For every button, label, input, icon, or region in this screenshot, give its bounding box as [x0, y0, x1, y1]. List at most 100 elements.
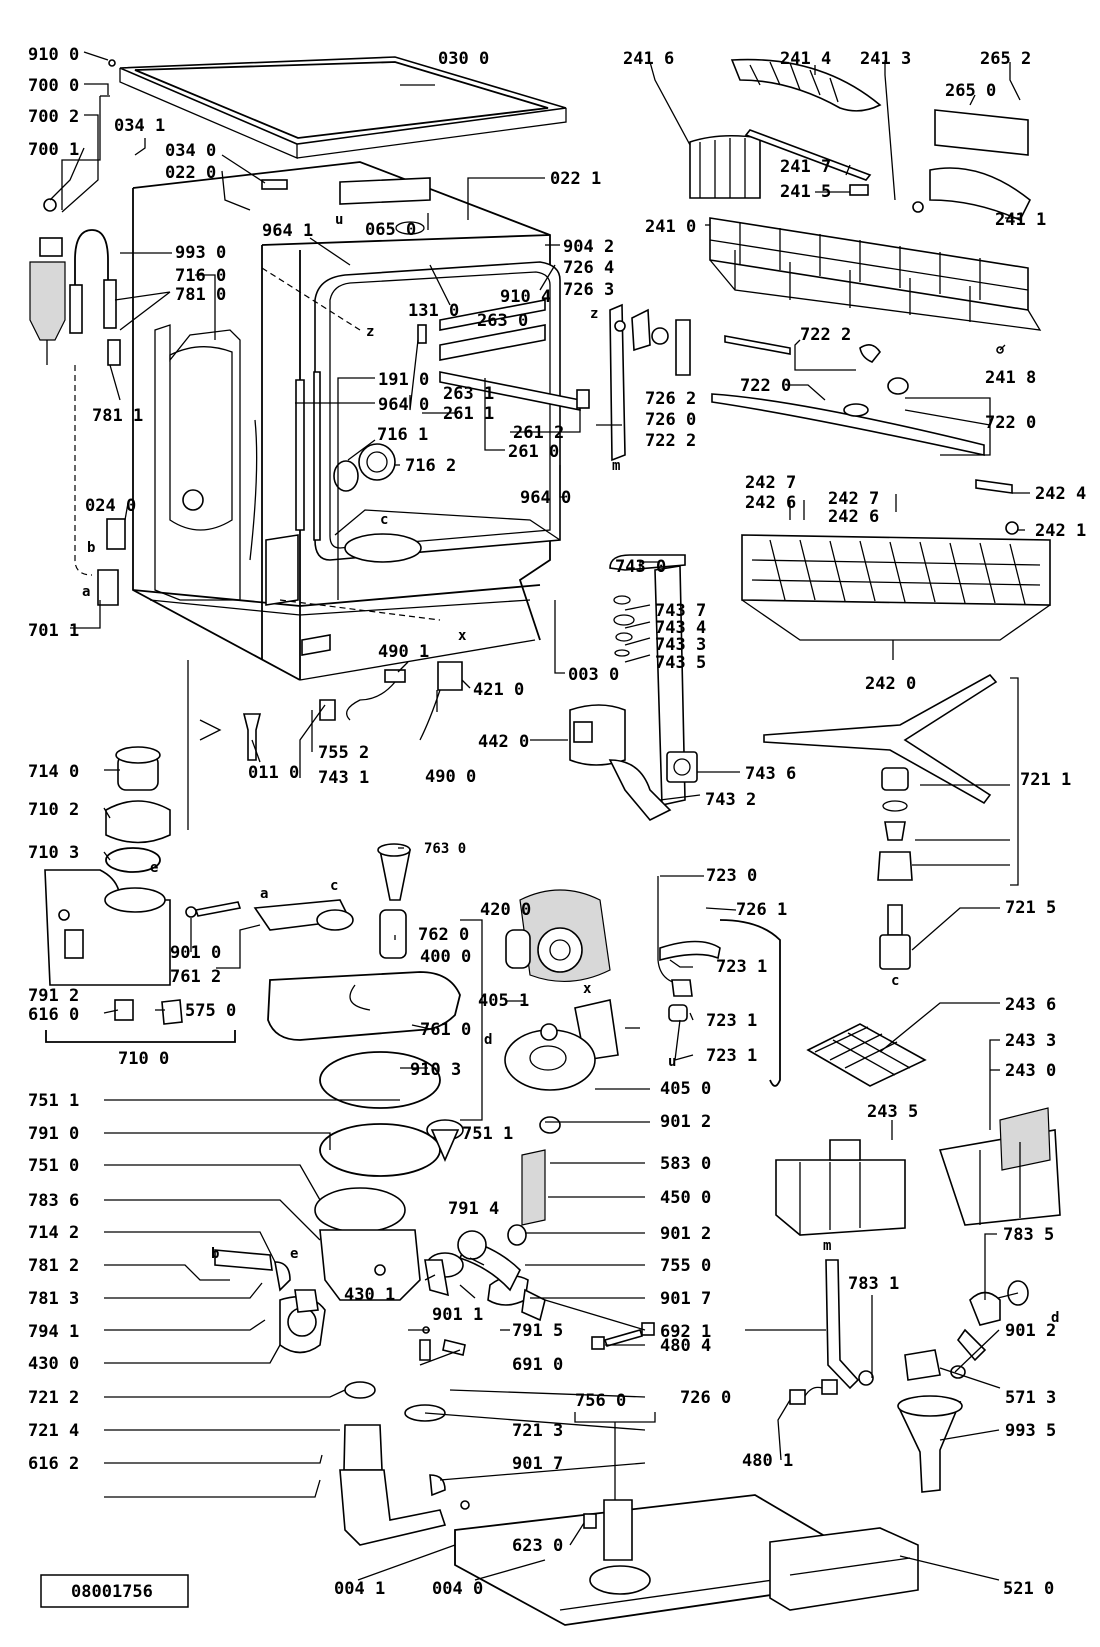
part-label: 480 1	[742, 1451, 793, 1471]
part-label: 241 8	[985, 368, 1036, 388]
part-label: 430 1	[344, 1285, 395, 1305]
part-label: 755 2	[318, 743, 369, 763]
part-label: 623 0	[512, 1536, 563, 1556]
part-label: 755 0	[660, 1256, 711, 1276]
part-label: 575 0	[185, 1001, 236, 1021]
part-label: 910 3	[410, 1060, 461, 1080]
connection-markers: u z z c b a x m e a c d x u c b e m d	[82, 212, 1059, 1326]
connection-marker: a	[82, 584, 90, 600]
part-label: 243 6	[1005, 995, 1056, 1015]
part-label: 756 0	[575, 1391, 626, 1411]
part-label: 691 0	[512, 1355, 563, 1375]
part-label: 726 2	[645, 389, 696, 409]
part-label: 726 0	[645, 410, 696, 430]
part-label: 131 0	[408, 301, 459, 321]
part-label: 701 1	[28, 621, 79, 641]
part-label: 405 0	[660, 1079, 711, 1099]
part-label: 901 7	[512, 1454, 563, 1474]
connection-marker: x	[458, 628, 467, 644]
part-label: 910 4	[500, 287, 551, 307]
part-label: 263 0	[477, 311, 528, 331]
part-label: 751 1	[462, 1124, 513, 1144]
part-label: 400 0	[420, 947, 471, 967]
part-label: 716 2	[405, 456, 456, 476]
part-label: 242 4	[1035, 484, 1086, 504]
center-sump-parts	[253, 843, 464, 1301]
part-label: 242 6	[745, 493, 796, 513]
connection-marker: e	[290, 1246, 298, 1262]
part-label: 265 0	[945, 81, 996, 101]
part-label: 743 6	[745, 764, 796, 784]
part-label: 003 0	[568, 665, 619, 685]
part-label: 721 5	[1005, 898, 1056, 918]
part-label: 616 2	[28, 1454, 79, 1474]
part-label: 723 0	[706, 866, 757, 886]
part-label: 243 3	[1005, 1031, 1056, 1051]
part-label: 783 6	[28, 1191, 79, 1211]
connection-marker: c	[380, 512, 388, 528]
part-label: 004 0	[432, 1579, 483, 1599]
document-number-box: 08001756	[40, 1574, 189, 1608]
part-label: 791 4	[448, 1199, 499, 1219]
part-label: 242 7	[828, 489, 879, 509]
part-label: 781 3	[28, 1289, 79, 1309]
inlet-hose-assembly	[29, 59, 121, 576]
part-label: 726 3	[563, 280, 614, 300]
part-label: 726 1	[736, 900, 787, 920]
part-label: 034 1	[114, 116, 165, 136]
connection-marker: a	[260, 886, 268, 902]
upper-basket	[689, 58, 1042, 354]
part-label: 743 4	[655, 618, 706, 638]
part-label: 743 5	[655, 653, 706, 673]
part-label: 241 7	[780, 157, 831, 177]
part-label: 743 1	[318, 768, 369, 788]
part-label: 700 1	[28, 140, 79, 160]
part-label: 783 1	[848, 1274, 899, 1294]
part-label: 714 0	[28, 762, 79, 782]
part-label: 901 2	[660, 1224, 711, 1244]
part-label: 781 2	[28, 1256, 79, 1276]
part-label: 241 0	[645, 217, 696, 237]
part-label: 710 0	[118, 1049, 169, 1069]
part-label: 726 0	[680, 1388, 731, 1408]
part-label: 901 7	[660, 1289, 711, 1309]
part-label: 242 7	[745, 473, 796, 493]
part-label: 714 2	[28, 1223, 79, 1243]
part-label: 743 0	[615, 557, 666, 577]
part-label: 781 0	[175, 285, 226, 305]
part-label: 692 1	[660, 1322, 711, 1342]
connection-marker: b	[211, 1246, 219, 1262]
door-arm-and-upper-spray	[609, 303, 985, 462]
base-plate	[454, 1379, 919, 1626]
drain-pump-assembly	[214, 1249, 466, 1546]
part-label: 004 1	[334, 1579, 385, 1599]
part-label: 721 4	[28, 1421, 79, 1441]
connection-marker: e	[150, 860, 158, 876]
part-label: 901 2	[660, 1112, 711, 1132]
part-label: 751 0	[28, 1156, 79, 1176]
part-label: 964 0	[378, 395, 429, 415]
part-label: 722 0	[740, 376, 791, 396]
connection-marker: u	[668, 1054, 676, 1070]
part-label: 716 0	[175, 266, 226, 286]
part-label: 263 1	[443, 384, 494, 404]
filter-sump-housing	[44, 746, 242, 1043]
part-label: 726 4	[563, 258, 614, 278]
part-label: 901 1	[432, 1305, 483, 1325]
part-label: 521 0	[1003, 1579, 1054, 1599]
connection-marker: x	[583, 981, 592, 997]
part-label: 241 6	[623, 49, 674, 69]
part-label: 763 0	[424, 841, 466, 857]
part-label: 710 3	[28, 843, 79, 863]
part-label: 261 2	[513, 423, 564, 443]
part-label: 243 5	[867, 1102, 918, 1122]
part-label: 794 1	[28, 1322, 79, 1342]
part-label: 571 3	[1005, 1388, 1056, 1408]
part-label: 065 0	[365, 220, 416, 240]
part-label: 761 0	[420, 1020, 471, 1040]
part-label: 011 0	[248, 763, 299, 783]
part-label: 743 2	[705, 790, 756, 810]
part-label: 901 0	[170, 943, 221, 963]
connection-marker: m	[612, 458, 620, 474]
part-label: 241 4	[780, 49, 831, 69]
